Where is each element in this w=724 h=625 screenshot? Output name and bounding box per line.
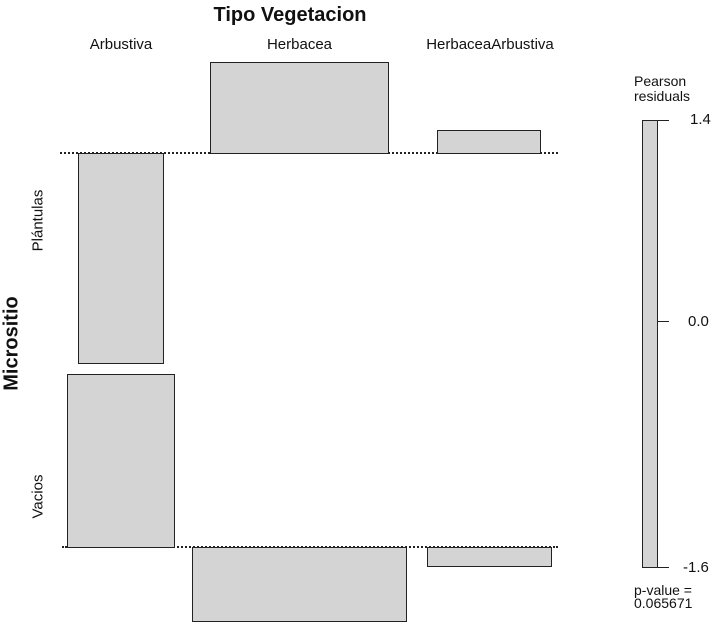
- bar-vacios-herbaceaarbustiva: [427, 547, 552, 567]
- bar-plantulas-arbustiva: [78, 153, 164, 364]
- legend-tick-min: [657, 567, 669, 568]
- bar-plantulas-herbacea: [210, 62, 389, 154]
- bar-vacios-arbustiva: [67, 374, 175, 548]
- p-value-number: 0.065671: [634, 595, 693, 611]
- p-value-text: p-value = 0.065671: [634, 582, 693, 611]
- p-value-label: p-value =: [634, 582, 692, 598]
- row-label-plantulas: Plántulas: [29, 189, 47, 252]
- bar-plantulas-herbaceaarbustiva: [437, 130, 541, 154]
- legend-title-line2: residuals: [634, 88, 691, 104]
- y-axis-label: Micrositio: [0, 296, 23, 391]
- legend-title: Pearson residuals: [634, 74, 690, 104]
- column-label-arbustiva: Arbustiva: [89, 36, 153, 53]
- legend-color-bar: [642, 120, 658, 568]
- legend-title-line1: Pearson: [634, 73, 687, 89]
- column-label-herbaceaarbustiva: HerbaceaArbustiva: [426, 36, 554, 53]
- chart-title: Tipo Vegetacion: [213, 4, 367, 26]
- bar-vacios-herbacea: [192, 547, 407, 622]
- legend-tick-label-mid: 0.0: [688, 313, 709, 330]
- column-label-herbacea: Herbacea: [266, 36, 333, 53]
- legend-tick-label-max: 1.4: [690, 111, 711, 128]
- legend-tick-label-min: -1.6: [683, 559, 709, 576]
- legend-tick-max: [657, 120, 669, 121]
- row-label-vacios: Vacios: [29, 474, 47, 519]
- legend-tick-mid: [657, 321, 669, 322]
